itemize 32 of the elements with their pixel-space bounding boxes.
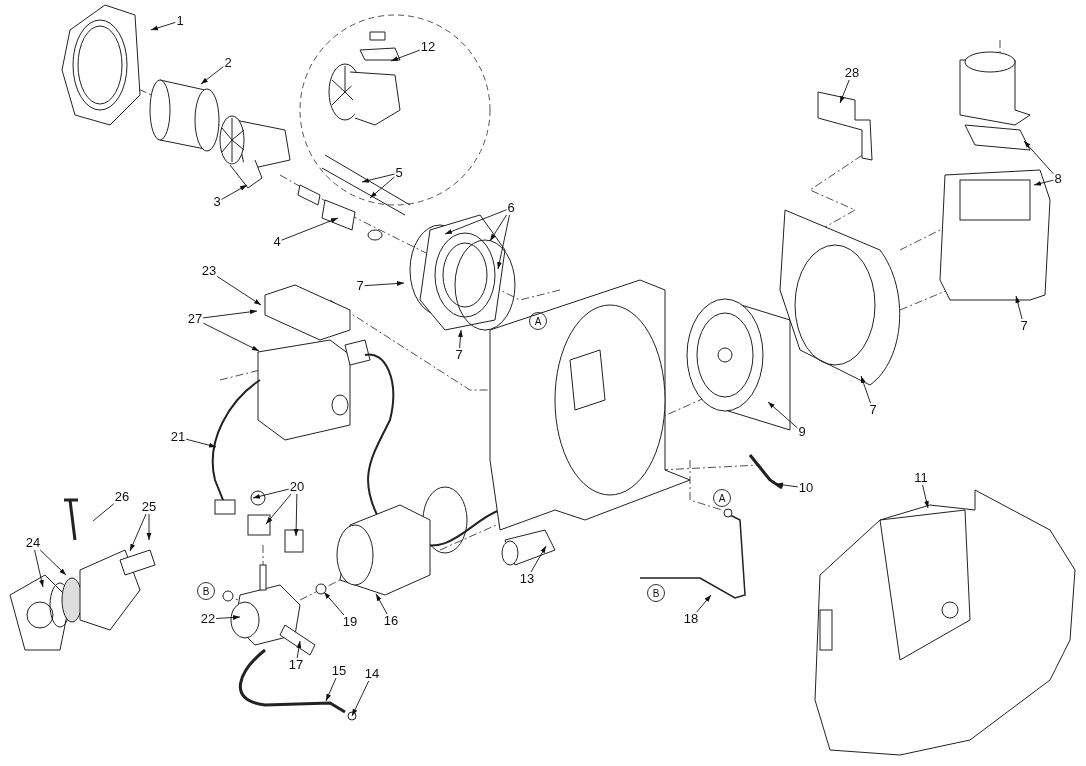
callout-number: 2 bbox=[223, 56, 233, 70]
callout-number: 18 bbox=[682, 612, 700, 626]
callout-number: 27 bbox=[186, 312, 204, 326]
callout-number: 9 bbox=[797, 425, 807, 439]
callout-number: 16 bbox=[382, 614, 400, 628]
callout-number: 15 bbox=[330, 664, 348, 678]
callout-number: 24 bbox=[24, 536, 42, 550]
leader-line bbox=[92, 503, 115, 522]
callout-number: 23 bbox=[200, 264, 218, 278]
callout-number: 7 bbox=[1019, 319, 1029, 333]
callout-number: 6 bbox=[506, 201, 516, 215]
callout-number: 3 bbox=[212, 195, 222, 209]
callout-number: 7 bbox=[868, 403, 878, 417]
callout-number: 20 bbox=[288, 480, 306, 494]
callout-number: 10 bbox=[797, 481, 815, 495]
callout-number: 17 bbox=[287, 658, 305, 672]
callout-number: 25 bbox=[140, 500, 158, 514]
callout-number: 21 bbox=[169, 430, 187, 444]
callout-number: 5 bbox=[394, 166, 404, 180]
callout-number: 14 bbox=[363, 667, 381, 681]
callout-number: 12 bbox=[419, 40, 437, 54]
callout-number: 7 bbox=[454, 348, 464, 362]
callout-number: 26 bbox=[113, 490, 131, 504]
callout-number: 13 bbox=[518, 572, 536, 586]
callout-number: 28 bbox=[843, 66, 861, 80]
callout-number: 22 bbox=[199, 612, 217, 626]
callout-number: 11 bbox=[913, 471, 929, 485]
callout-number: 8 bbox=[1053, 172, 1063, 186]
callout-number: 4 bbox=[272, 235, 282, 249]
callout-number: 19 bbox=[341, 615, 359, 629]
callout-number: 7 bbox=[355, 279, 365, 293]
callout-number: 1 bbox=[175, 14, 185, 28]
